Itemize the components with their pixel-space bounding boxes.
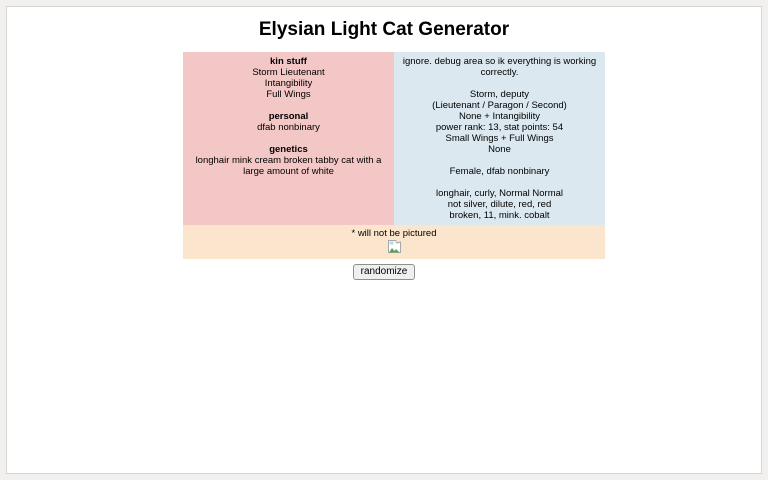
debug-line: longhair, curly, Normal Normal bbox=[435, 188, 564, 199]
footnote-strip: * will not be pictured bbox=[183, 225, 605, 259]
debug-line: Female, dfab nonbinary bbox=[449, 166, 550, 177]
genetics-heading: genetics bbox=[269, 144, 308, 155]
spacer-line bbox=[186, 133, 391, 144]
debug-line: power rank: 13, stat points: 54 bbox=[435, 122, 564, 133]
footnote-text: * will not be pictured bbox=[351, 228, 437, 239]
debug-line: (Lieutenant / Paragon / Second) bbox=[432, 100, 567, 111]
debug-line: None bbox=[488, 144, 511, 155]
debug-line: Small Wings + Full Wings bbox=[445, 133, 554, 144]
personal-item: dfab nonbinary bbox=[257, 122, 320, 133]
personal-heading: personal bbox=[268, 111, 309, 122]
kin-item: Storm Lieutenant bbox=[252, 67, 325, 78]
debug-panel: ignore. debug area so ik everything is w… bbox=[394, 52, 605, 225]
debug-line: broken, 11, mink. cobalt bbox=[449, 210, 550, 221]
debug-line: None + Intangibility bbox=[458, 111, 541, 122]
button-row: randomize bbox=[7, 261, 761, 280]
kin-panel: kin stuff Storm Lieutenant Intangibility… bbox=[183, 52, 394, 225]
kin-item: Intangibility bbox=[264, 78, 313, 89]
broken-image-icon bbox=[387, 240, 401, 253]
page: Elysian Light Cat Generator kin stuff St… bbox=[6, 6, 762, 474]
genetics-item: longhair mink cream broken tabby cat wit… bbox=[195, 155, 382, 177]
debug-line bbox=[397, 155, 602, 166]
generator-output: kin stuff Storm Lieutenant Intangibility… bbox=[183, 52, 605, 259]
debug-line bbox=[397, 177, 602, 188]
debug-line: not silver, dilute, red, red bbox=[447, 199, 552, 210]
spacer-line bbox=[186, 100, 391, 111]
kin-item: Full Wings bbox=[266, 89, 311, 100]
debug-line: ignore. debug area so ik everything is w… bbox=[402, 56, 597, 78]
panels-row: kin stuff Storm Lieutenant Intangibility… bbox=[183, 52, 605, 225]
kin-heading: kin stuff bbox=[270, 56, 307, 67]
debug-line: Storm, deputy bbox=[469, 89, 530, 100]
page-title: Elysian Light Cat Generator bbox=[258, 19, 510, 40]
randomize-button[interactable]: randomize bbox=[352, 264, 416, 280]
debug-line bbox=[397, 78, 602, 89]
